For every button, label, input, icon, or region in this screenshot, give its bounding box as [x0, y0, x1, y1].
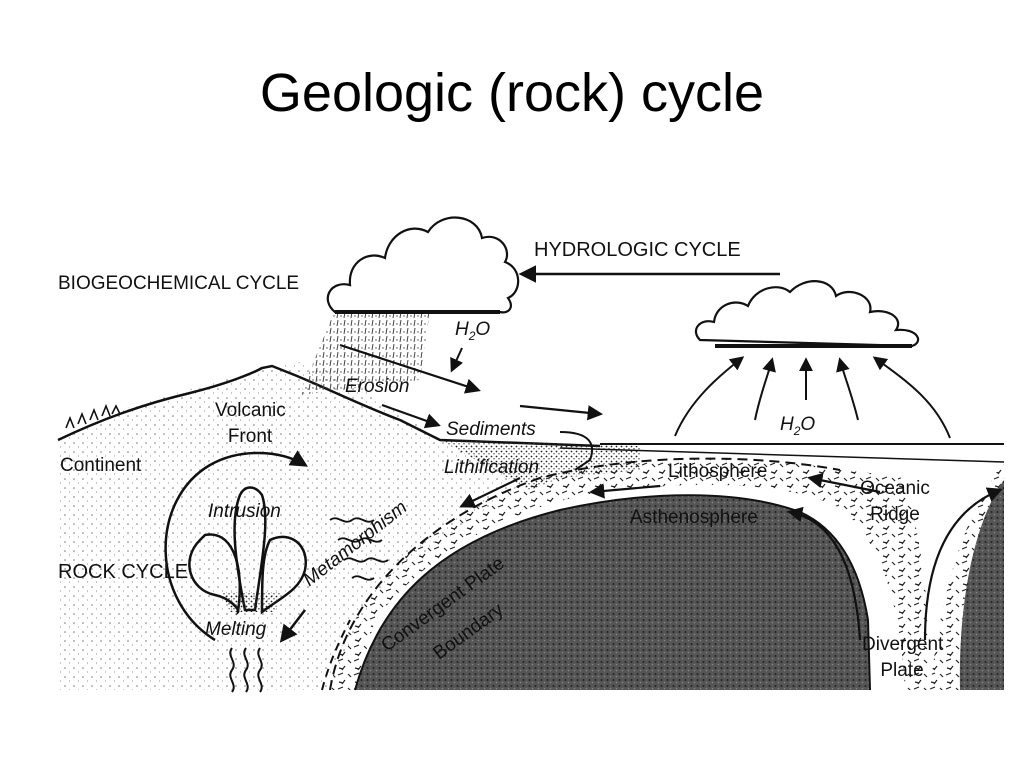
- h2o-evap-label: H2O: [780, 414, 816, 438]
- volcanic-front-label: Volcanic Front: [215, 400, 286, 447]
- rock-cycle-label: ROCK CYCLE: [58, 561, 189, 583]
- cloud-left-icon: [326, 216, 520, 314]
- erosion-label: Erosion: [345, 376, 410, 397]
- rain-arrow: [450, 347, 464, 373]
- evaporation-arrow: [674, 356, 745, 437]
- intrusion-blob: [260, 535, 308, 615]
- metamorphism-arrow: [459, 477, 521, 508]
- intrusion-blob: [233, 486, 267, 612]
- asthenosphere-label: Asthenosphere: [630, 507, 758, 528]
- asthenosphere-region: [355, 495, 870, 690]
- erosion-arrow: [381, 403, 441, 429]
- trees-icon: [65, 403, 121, 429]
- melting-arrow: [279, 609, 306, 643]
- metamorphism-squiggles: [329, 517, 389, 581]
- h2o-rain-label: H2O: [455, 319, 491, 343]
- erosion-arrow: [339, 343, 481, 394]
- oceanic-ridge-label: Oceanic Ridge: [860, 478, 930, 525]
- lithosphere-band: [330, 458, 930, 690]
- lithosphere-label: Lithosphere: [668, 461, 768, 482]
- rock-cycle-arrow: [164, 450, 309, 642]
- evaporation-arrow: [754, 357, 776, 421]
- evaporation-arrow: [872, 356, 951, 439]
- ridge-band: [930, 462, 1004, 690]
- cloud-right-icon: [694, 280, 920, 348]
- magma-wiggles: [229, 647, 263, 693]
- sea-floor: [559, 447, 1005, 463]
- hydrologic-cycle-label: HYDROLOGIC CYCLE: [534, 239, 741, 261]
- page-title: Geologic (rock) cycle: [259, 63, 765, 123]
- melting-label: Melting: [205, 619, 267, 640]
- plate-motion-arrow: [588, 483, 661, 499]
- plate-motion-arrow: [806, 472, 881, 494]
- asthenosphere-arrow: [786, 506, 862, 641]
- ridge-upwelling-arrow: [923, 487, 1003, 641]
- sediments-label: Sediments: [446, 419, 536, 440]
- transport-arrow: [519, 404, 604, 421]
- continent-crust: [58, 362, 530, 690]
- continent-label: Continent: [60, 455, 142, 476]
- divergent-plate-label: Divergent Plate: [862, 634, 944, 681]
- mountain-outline: [57, 364, 601, 448]
- sediment-wedge: [440, 440, 640, 490]
- mantle-right: [959, 480, 1004, 690]
- lithification-label: Lithification: [444, 457, 540, 478]
- intrusion-label: Intrusion: [208, 501, 281, 522]
- biogeochemical-cycle-label: BIOGEOCHEMICAL CYCLE: [58, 273, 300, 294]
- deposition-arrow: [559, 431, 594, 471]
- evaporation-arrow: [836, 357, 859, 421]
